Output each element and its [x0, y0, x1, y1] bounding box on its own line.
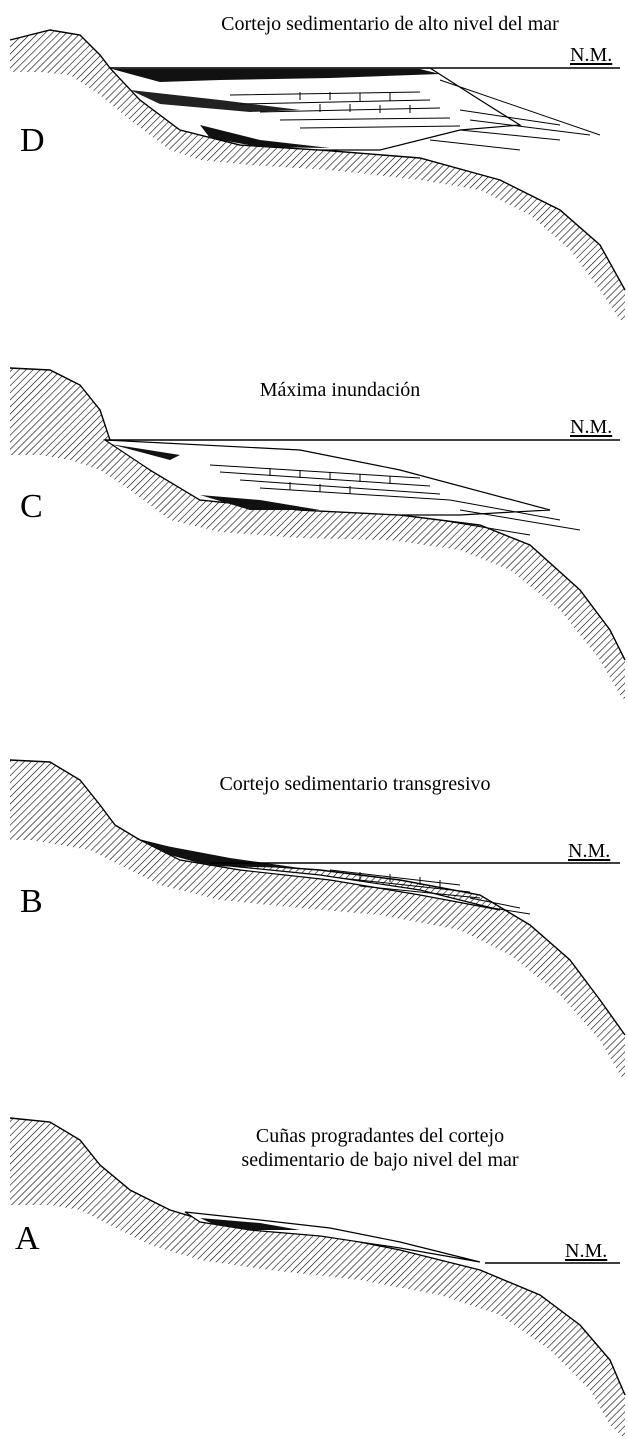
sea-level-label: N.M. — [570, 44, 612, 67]
sea-level-label: N.M. — [570, 416, 612, 439]
panel-title: Cortejo sedimentario transgresivo — [175, 772, 535, 796]
panel-c-cross-section — [0, 360, 628, 700]
sea-level-label: N.M. — [565, 1240, 607, 1263]
sea-level-label: N.M. — [568, 840, 610, 863]
panel-title: Cuñas progradantes del cortejo sedimenta… — [170, 1124, 590, 1172]
panel-b: Cortejo sedimentario transgresivo N.M. B — [0, 750, 628, 1080]
panel-c: Máxima inundación N.M. C — [0, 360, 628, 700]
panel-a: Cuñas progradantes del cortejo sedimenta… — [0, 1110, 628, 1439]
panel-letter: C — [20, 488, 43, 526]
panel-d-cross-section — [0, 0, 628, 330]
panel-title-line1: Cuñas progradantes del cortejo — [170, 1124, 590, 1148]
panel-letter: A — [15, 1220, 40, 1258]
panel-title-line2: sedimentario de bajo nivel del mar — [170, 1148, 590, 1172]
panel-letter: B — [20, 883, 43, 921]
panel-letter: D — [20, 122, 45, 160]
panel-b-cross-section — [0, 750, 628, 1080]
panel-d: Cortejo sedimentario de alto nivel del m… — [0, 0, 628, 330]
panel-title: Cortejo sedimentario de alto nivel del m… — [150, 12, 628, 36]
panel-title: Máxima inundación — [190, 378, 490, 402]
